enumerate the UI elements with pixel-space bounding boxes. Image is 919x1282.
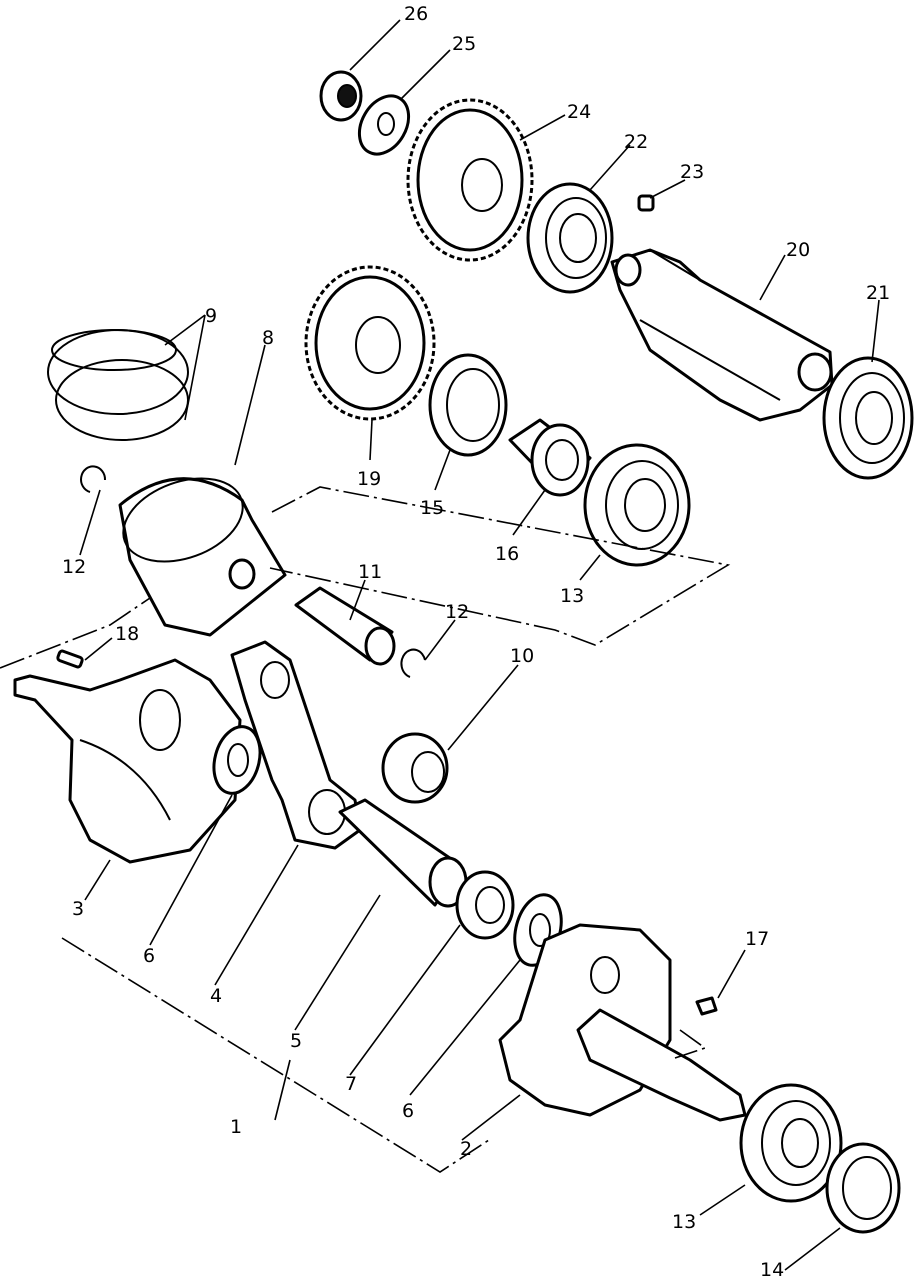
part-17-key (695, 996, 718, 1016)
part-23-key (637, 194, 655, 212)
part-22-bearing (526, 182, 614, 294)
callout-20: 20 (786, 239, 810, 261)
callout-12-right: 12 (445, 601, 469, 623)
part-9-piston-rings (47, 329, 189, 441)
callout-13-lower: 13 (672, 1211, 696, 1233)
part-19-gear (304, 265, 436, 421)
part-3-crank-half-left (13, 658, 242, 864)
part-13-bearing-middle (583, 443, 691, 567)
callout-15: 15 (420, 497, 444, 519)
part-13-bearing-lower (739, 1083, 843, 1203)
part-8-piston (118, 477, 287, 637)
part-11-piston-pin (294, 586, 396, 666)
part-5-crank-pin (338, 798, 468, 908)
callout-12-left: 12 (62, 556, 86, 578)
part-7-needle-bearing (455, 870, 515, 940)
part-10-needle-bearing (381, 732, 449, 804)
part-2-crank-half-right (498, 923, 747, 1122)
part-6-washer-left (212, 725, 262, 795)
callout-23: 23 (680, 161, 704, 183)
callout-4: 4 (210, 985, 222, 1007)
callout-25: 25 (452, 33, 476, 55)
callout-19: 19 (357, 468, 381, 490)
callout-labels: 26 25 24 22 23 20 21 9 8 19 15 16 13 12 … (62, 3, 890, 1281)
callout-21: 21 (866, 282, 890, 304)
callout-16: 16 (495, 543, 519, 565)
callout-17: 17 (745, 928, 769, 950)
callout-7: 7 (345, 1073, 357, 1095)
callout-2: 2 (460, 1138, 472, 1160)
part-26-nut (319, 70, 363, 122)
part-18-key (56, 649, 84, 669)
leader-lines (79, 19, 880, 1271)
callout-14: 14 (760, 1259, 784, 1281)
callout-13-middle: 13 (560, 585, 584, 607)
callout-5: 5 (290, 1030, 302, 1052)
callout-6-left: 6 (143, 945, 155, 967)
callout-26: 26 (404, 3, 428, 25)
callout-18: 18 (115, 623, 139, 645)
callout-1: 1 (230, 1116, 242, 1138)
part-24-balancer-gear (406, 98, 534, 262)
part-14-oil-seal (825, 1142, 901, 1234)
part-20-balancer-shaft (610, 248, 834, 422)
callout-22: 22 (624, 131, 648, 153)
part-25-washer (357, 94, 411, 156)
part-21-bearing (822, 356, 914, 480)
part-12-circlip-left (80, 465, 107, 493)
group-brackets (0, 486, 731, 1173)
part-12-circlip-right (400, 648, 426, 678)
callout-6-right: 6 (402, 1100, 414, 1122)
part-16-collar (508, 418, 592, 497)
callout-10: 10 (510, 645, 534, 667)
callout-8: 8 (262, 327, 274, 349)
part-4-connecting-rod (230, 640, 362, 850)
part-15-bearing (428, 353, 508, 457)
callout-11: 11 (358, 561, 382, 583)
callout-24: 24 (567, 101, 591, 123)
callout-9: 9 (205, 305, 217, 327)
callout-3: 3 (72, 898, 84, 920)
